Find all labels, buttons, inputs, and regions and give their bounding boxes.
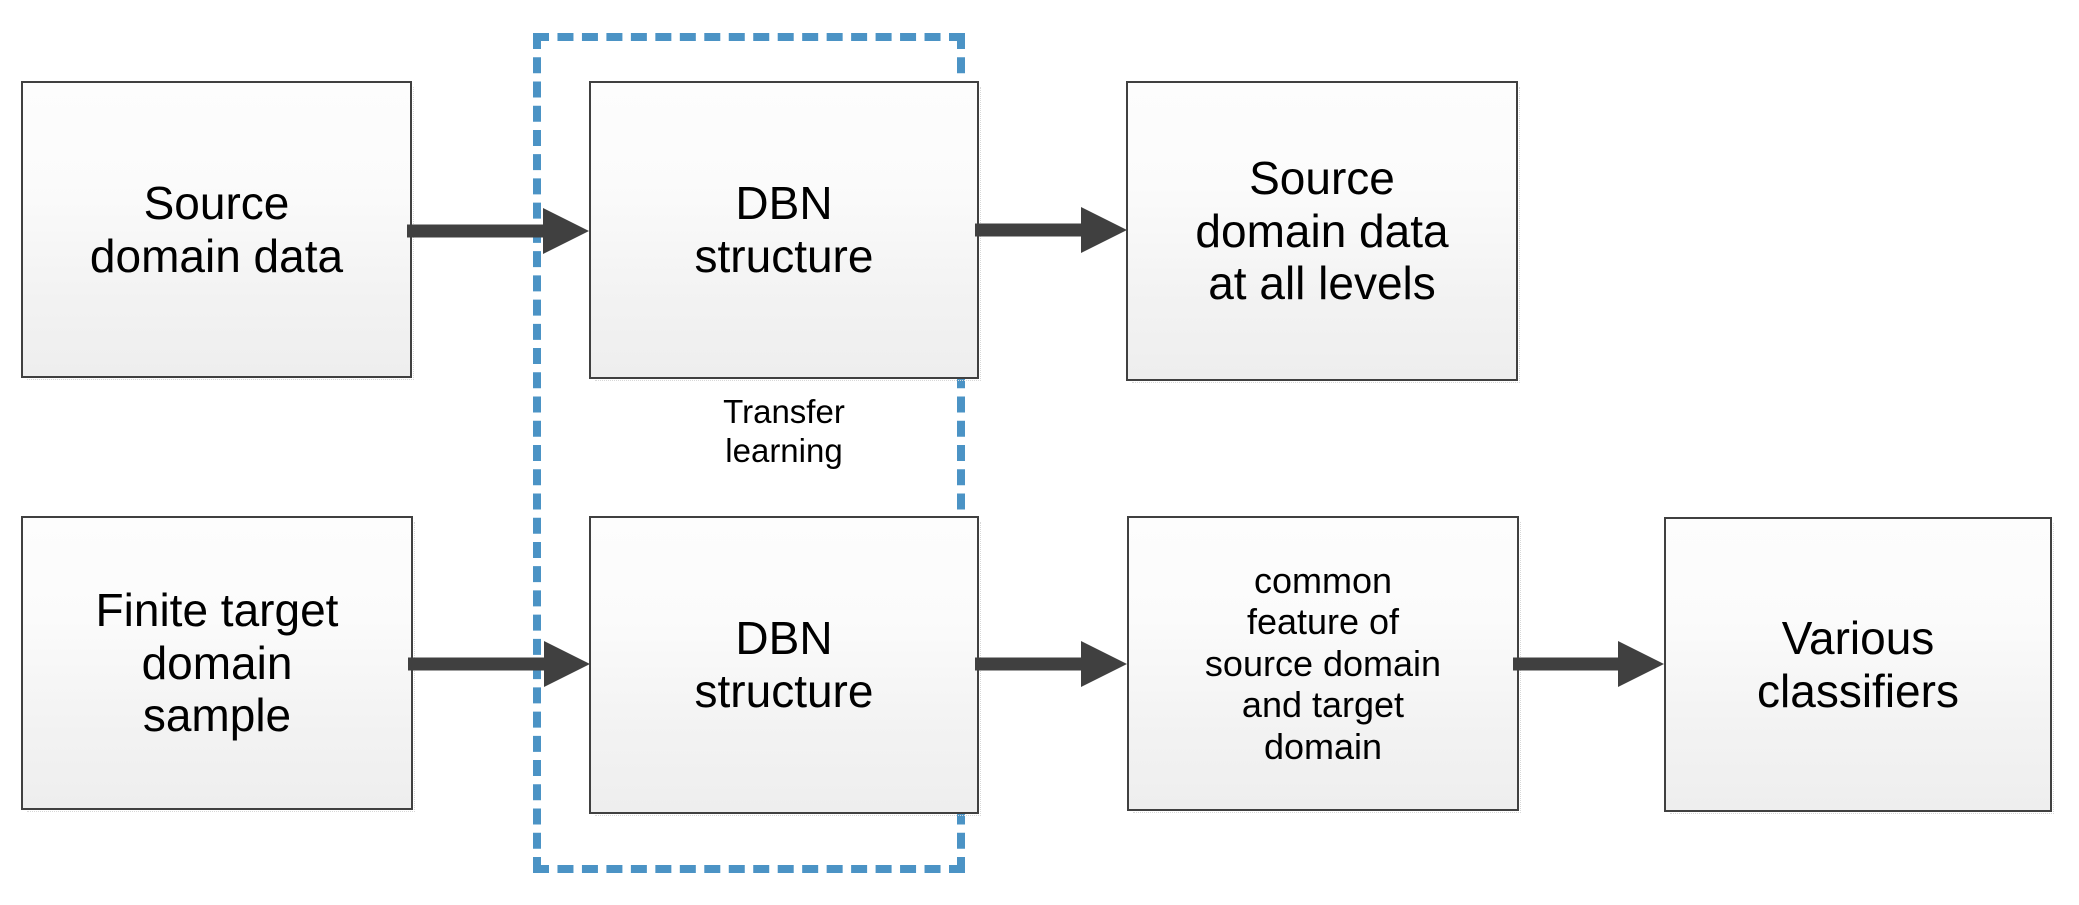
process-box-dbn-structure-top[interactable]: DBN structure xyxy=(589,81,981,381)
process-box-various-classifiers[interactable]: Various classifiers xyxy=(1664,517,2054,814)
process-box-common-feature[interactable]: common feature of source domain and targ… xyxy=(1127,516,1521,813)
process-box-source-domain-data[interactable]: Source domain data xyxy=(21,81,414,380)
process-box-label: DBN structure xyxy=(694,612,874,717)
process-box-label: Finite target domain sample xyxy=(95,583,339,742)
process-box-source-domain-data-all-levels[interactable]: Source domain data at all levels xyxy=(1126,81,1520,383)
process-box-finite-target-domain-sample[interactable]: Finite target domain sample xyxy=(21,516,415,812)
transfer-learning-caption: Transfer learning xyxy=(723,393,845,469)
arrow-target-to-dbn-bottom xyxy=(408,637,590,691)
transfer-learning-region xyxy=(533,33,965,873)
process-box-label: DBN structure xyxy=(694,177,874,282)
process-box-label: Source domain data xyxy=(89,176,344,282)
arrow-common-to-classifiers xyxy=(1513,637,1664,691)
process-box-label: Various classifiers xyxy=(1757,611,1959,717)
arrow-dbn-bottom-to-common xyxy=(975,637,1127,691)
process-box-label: common feature of source domain and targ… xyxy=(1204,560,1442,767)
process-box-label: Source domain data at all levels xyxy=(1195,151,1449,310)
arrow-source-to-dbn-top xyxy=(407,204,589,258)
arrow-dbn-top-to-all-levels xyxy=(975,203,1127,257)
process-box-dbn-structure-bottom[interactable]: DBN structure xyxy=(589,516,981,816)
